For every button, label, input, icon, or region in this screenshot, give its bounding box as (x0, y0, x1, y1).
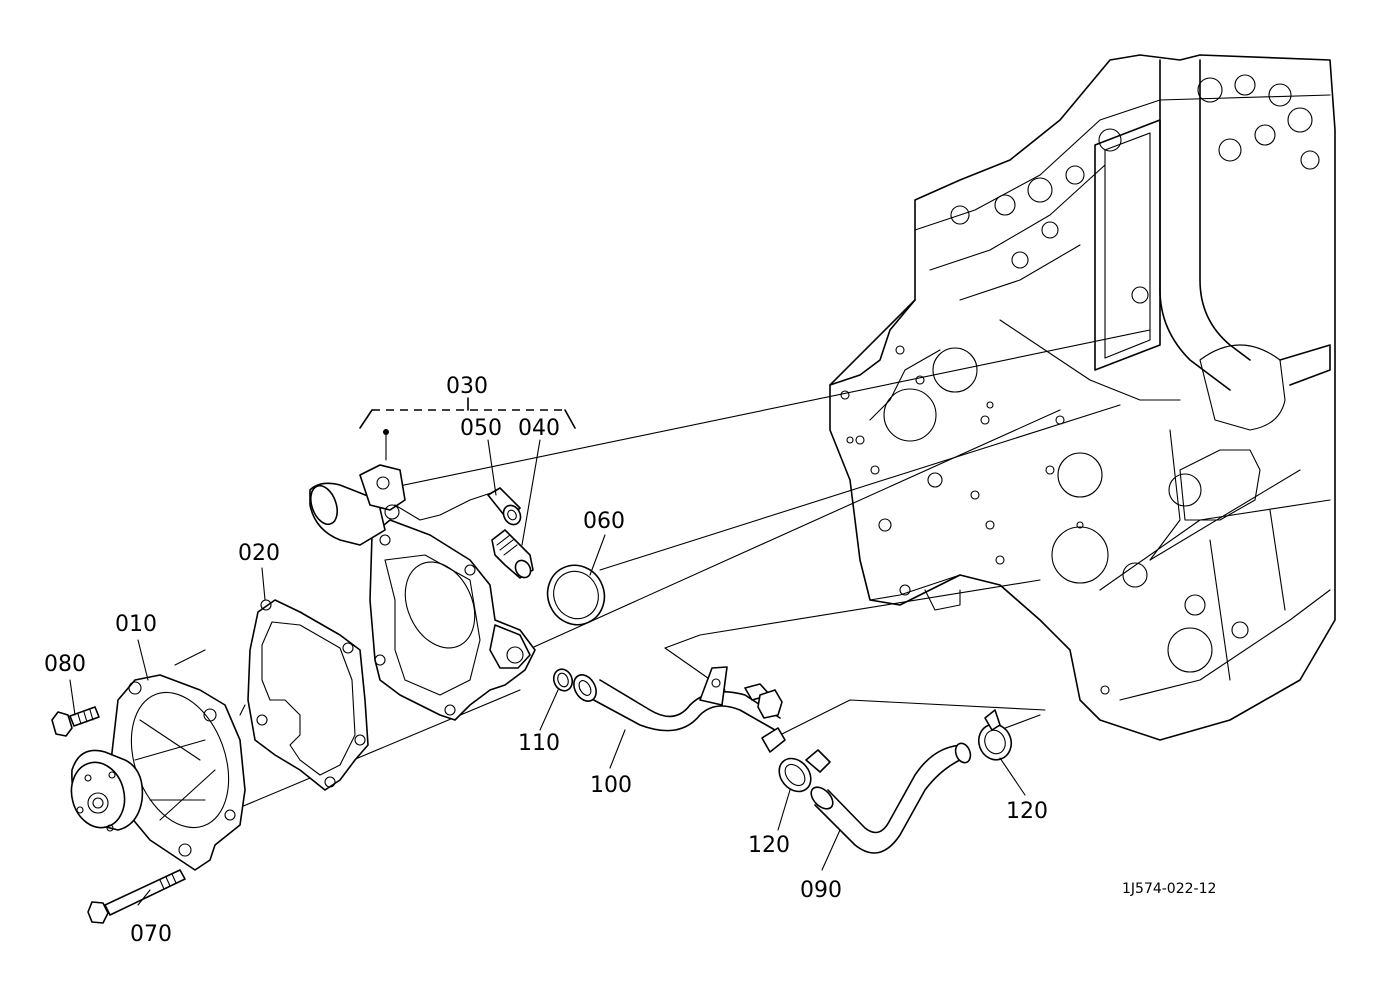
callout-110: 110 (518, 731, 560, 756)
head-holes (950, 74, 1320, 269)
callout-120-left: 120 (748, 833, 790, 858)
callout-060: 060 (583, 509, 625, 534)
leader-lines (69, 439, 1026, 906)
callout-070: 070 (130, 922, 172, 947)
callout-100: 100 (590, 773, 632, 798)
bolt-080-drawing (51, 706, 100, 737)
hose-clamp-left-drawing (778, 749, 831, 793)
hose-clamp-right-drawing (977, 709, 1013, 761)
o-ring-110-drawing (552, 668, 574, 692)
front-plate-holes (840, 345, 1249, 695)
callout-050: 050 (460, 416, 502, 441)
hose-090-drawing (810, 742, 972, 854)
o-ring-060-drawing (546, 564, 606, 626)
callout-090: 090 (800, 878, 842, 903)
callout-020: 020 (238, 541, 280, 566)
pump-housing-drawing (309, 464, 536, 721)
engine-block-drawing (829, 54, 1336, 741)
bracket-bolt-drawing (744, 683, 783, 719)
reference-code: 1J574-022-12 (1122, 881, 1216, 897)
alignment-lines (209, 329, 1151, 821)
water-pipe-100-drawing (573, 666, 786, 753)
callout-010: 010 (115, 612, 157, 637)
callout-labels: 010 020 030 040 050 060 070 080 090 100 … (44, 374, 1048, 947)
callout-120-right: 120 (1006, 799, 1048, 824)
callout-030-bracket (359, 397, 576, 461)
gasket-drawing (247, 599, 369, 791)
water-pump-drawing (70, 649, 246, 871)
nipple-040-drawing (491, 529, 534, 579)
pipe-050-drawing (487, 487, 522, 526)
callout-080: 080 (44, 652, 86, 677)
callout-040: 040 (518, 416, 560, 441)
bolt-070-drawing (87, 869, 186, 924)
callout-030: 030 (446, 374, 488, 399)
